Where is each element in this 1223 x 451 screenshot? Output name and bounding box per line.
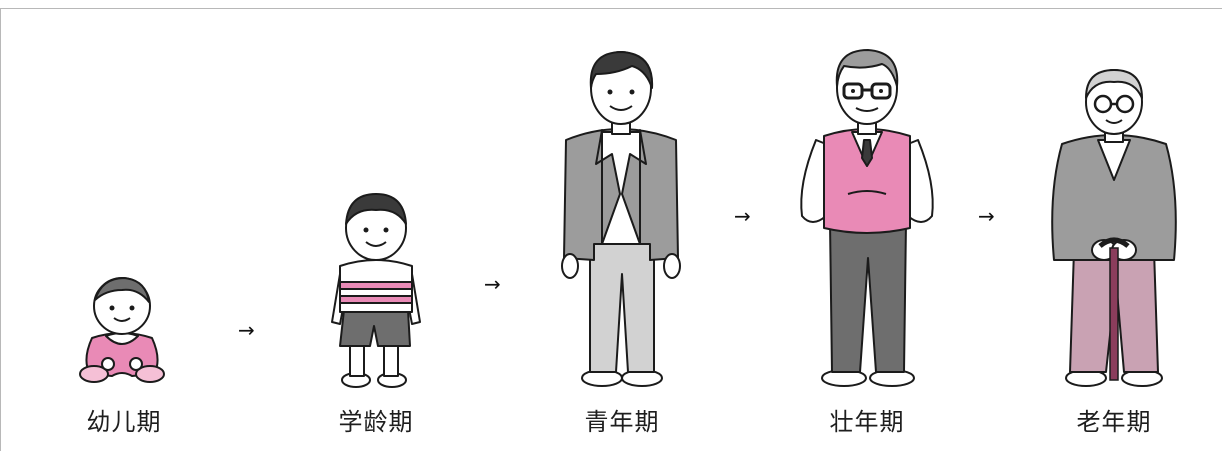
infant-figure (79, 277, 165, 383)
young-adult-figure (561, 51, 681, 387)
figure-frame (0, 8, 1222, 451)
stage-label-school-age: 学龄期 (338, 408, 414, 436)
arrow-2: → (484, 272, 501, 296)
stage-label-young-adult: 青年期 (584, 408, 660, 436)
stage-label-elderly: 老年期 (1076, 408, 1152, 436)
arrow-4: → (978, 204, 995, 228)
stage-label-middle-aged: 壮年期 (829, 408, 905, 436)
elderly-person-figure (1051, 69, 1177, 387)
arrow-1: → (238, 318, 255, 342)
middle-aged-adult-figure (800, 49, 934, 387)
arrow-3: → (734, 204, 751, 228)
school-age-child-figure (331, 193, 421, 388)
stage-label-infant: 幼儿期 (86, 408, 162, 436)
